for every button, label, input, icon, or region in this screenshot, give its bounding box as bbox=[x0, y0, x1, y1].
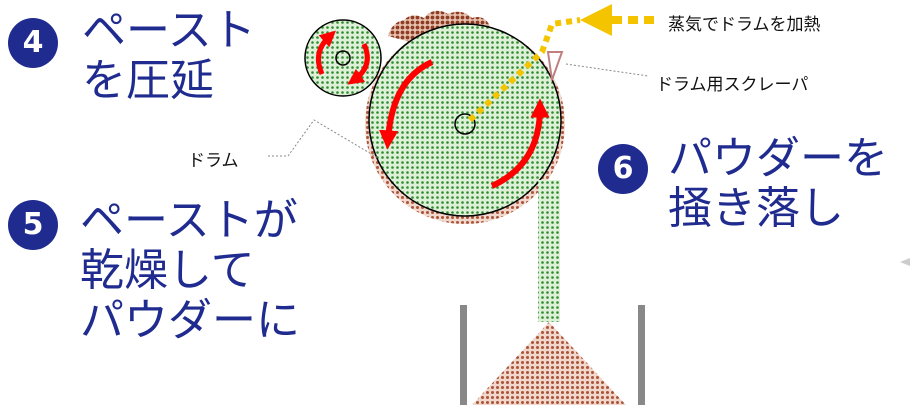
step-6-badge: 6 bbox=[598, 144, 648, 194]
step-5-text: ペーストが 乾燥して パウダーに bbox=[80, 195, 300, 346]
steam-label: 蒸気でドラムを加熱 bbox=[668, 15, 821, 35]
drum-label: ドラム bbox=[188, 151, 239, 171]
steam-path bbox=[467, 17, 581, 123]
decorative-arrow-tip bbox=[900, 258, 910, 266]
drum-leader bbox=[268, 119, 379, 159]
powder-pile bbox=[472, 322, 626, 405]
drum-rotation-arrow-left bbox=[379, 59, 434, 150]
roller-rotation-arrow-left bbox=[315, 30, 336, 76]
drum-rotation-arrow-right bbox=[490, 98, 550, 189]
powder-stream bbox=[538, 180, 560, 322]
roller-axle bbox=[335, 50, 351, 66]
drum-axle bbox=[454, 113, 476, 135]
step-6-text: パウダーを 掻き落し bbox=[668, 133, 888, 234]
steam-arrow-head bbox=[580, 4, 612, 36]
step-4-text: ペースト を圧延 bbox=[82, 5, 256, 106]
container-left-wall bbox=[460, 305, 467, 405]
scraper-label: ドラム用スクレーパ bbox=[656, 75, 809, 95]
step-5-badge: 5 bbox=[8, 200, 58, 250]
step-4-badge: 4 bbox=[8, 18, 58, 68]
roller-rotation-arrow-right bbox=[347, 42, 370, 85]
scraper bbox=[546, 51, 564, 81]
scraper-leader bbox=[565, 63, 649, 77]
drum bbox=[368, 23, 562, 217]
container-right-wall bbox=[638, 305, 645, 405]
